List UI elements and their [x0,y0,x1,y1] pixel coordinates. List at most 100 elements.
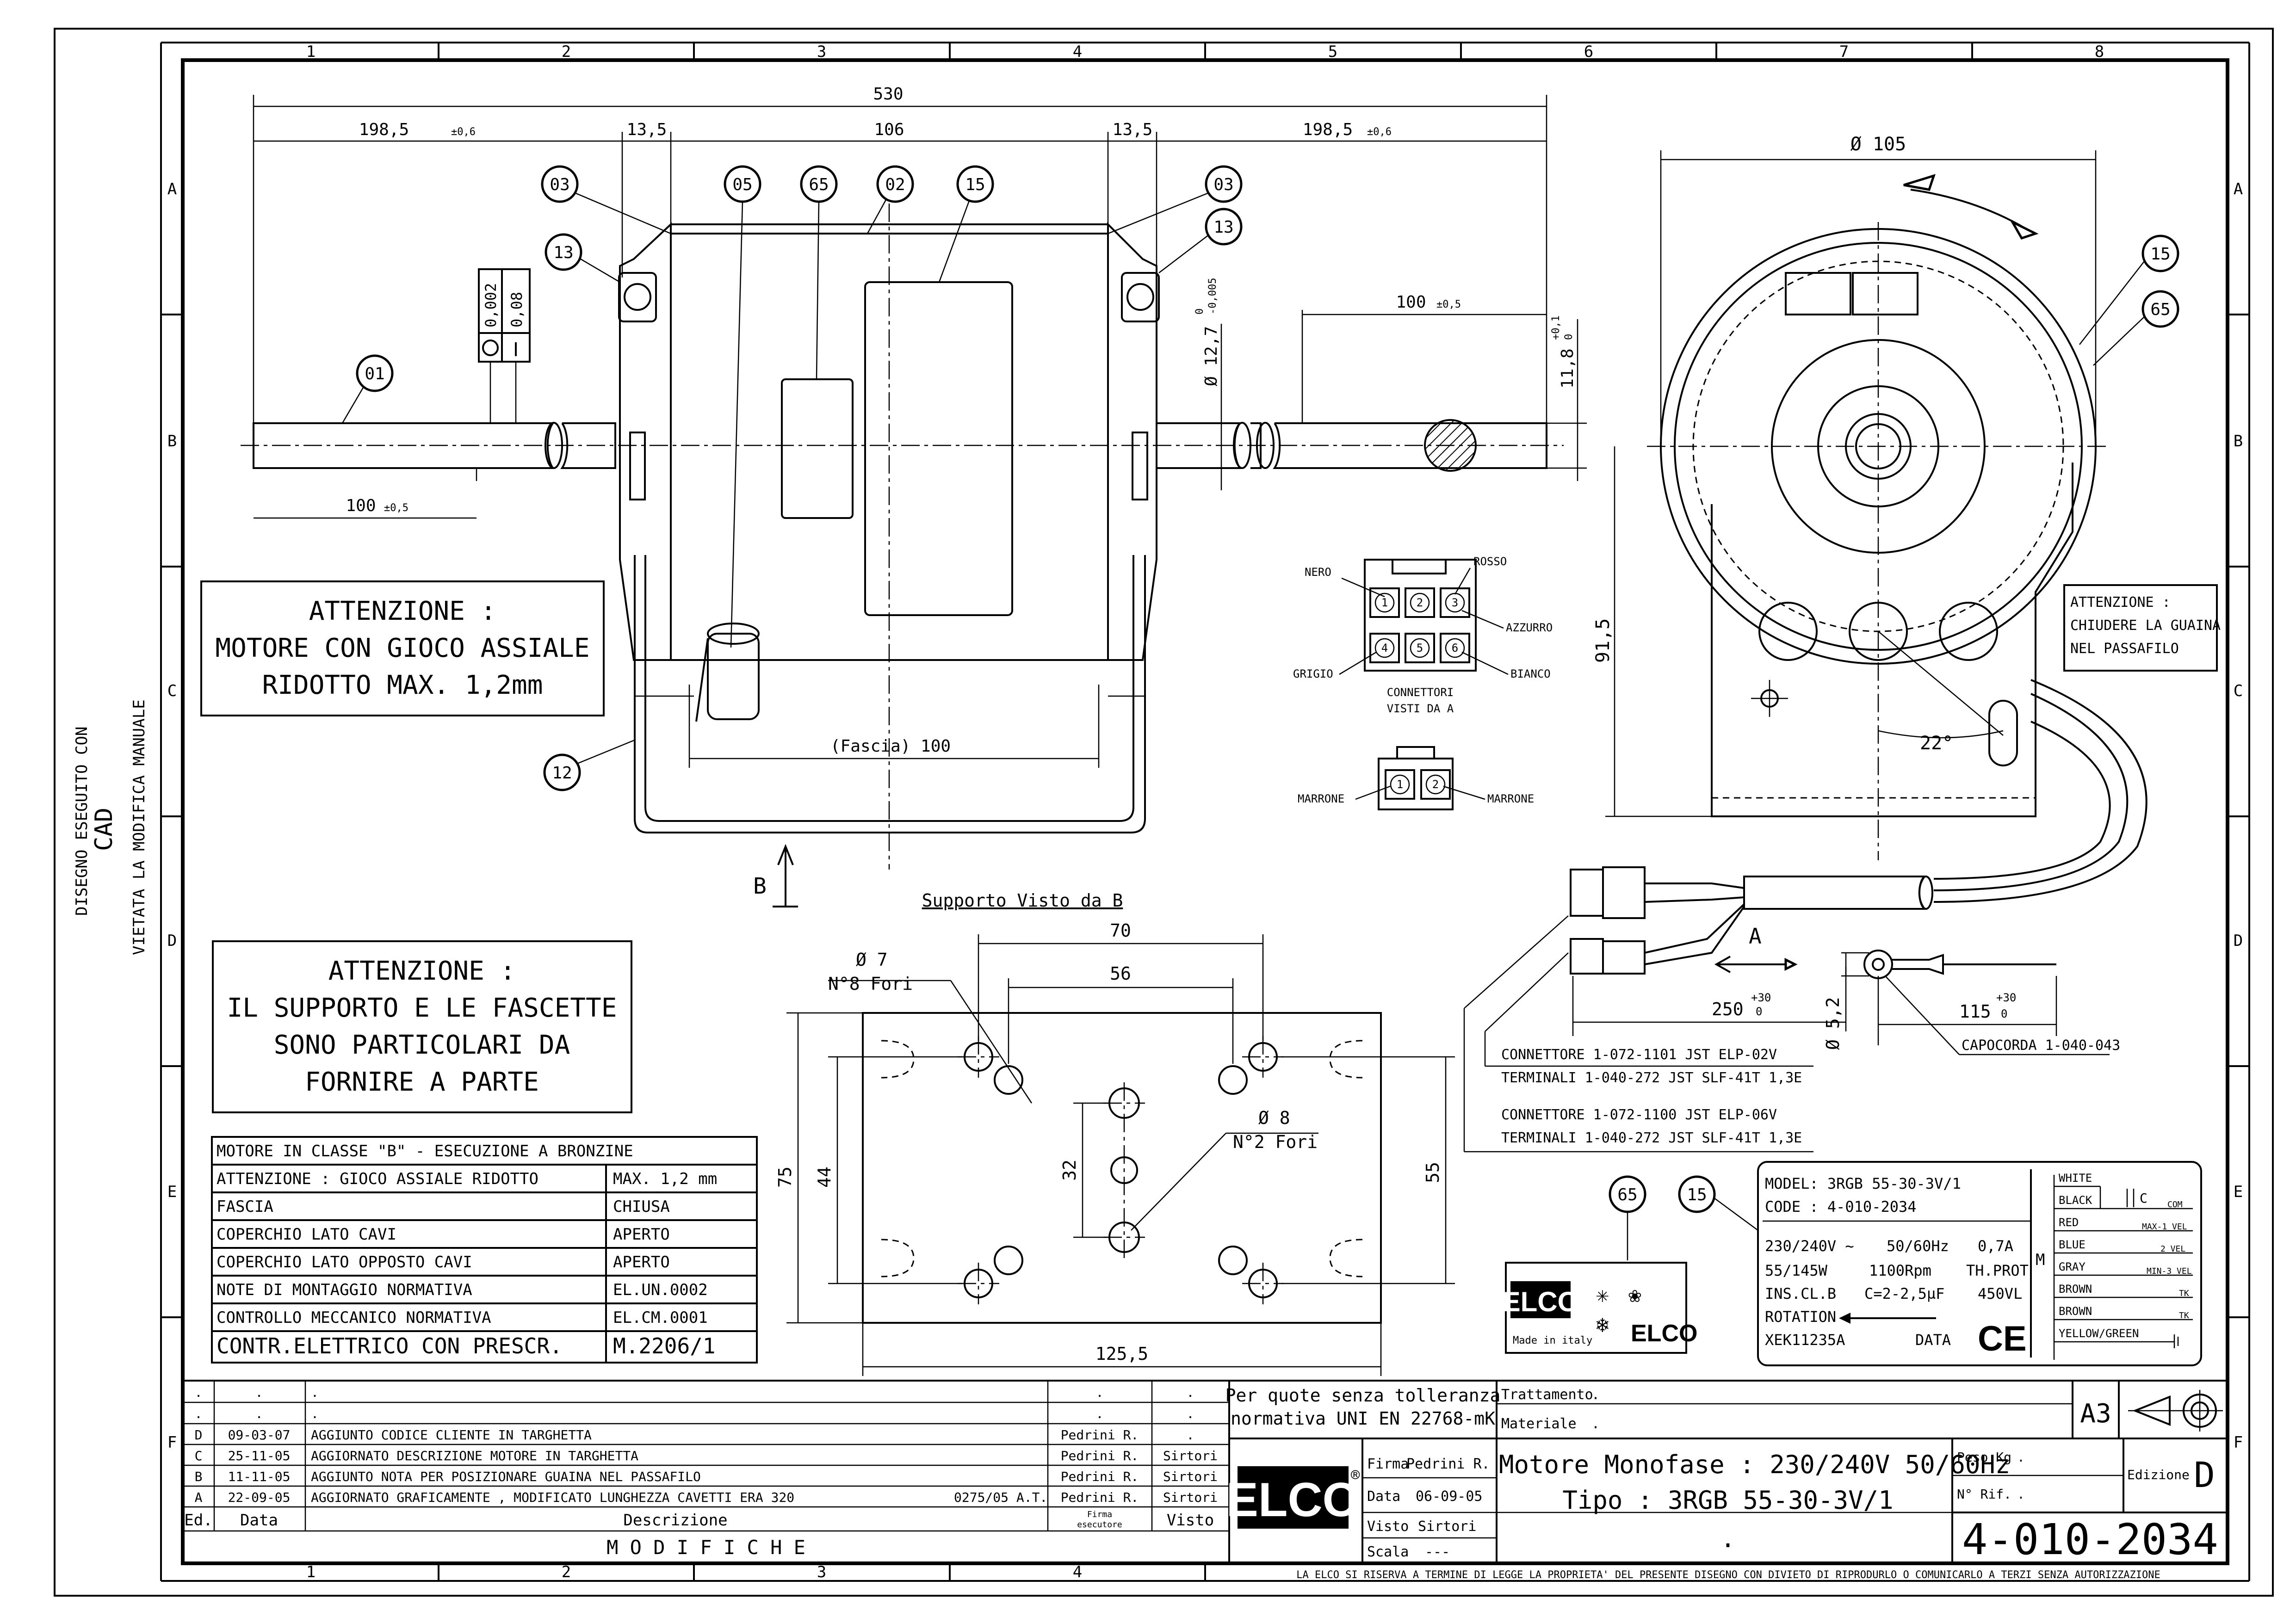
warning-axial-line2: MOTORE CON GIOCO ASSIALE [215,633,589,663]
rev-head-visto: Visto [1167,1511,1214,1530]
elco-logo-text: ELCO [1226,1473,1360,1527]
rev-row-5-visto: Sirtori [1163,1469,1218,1484]
side-note-line2: CAD [90,808,118,851]
dim-support-125: 125,5 [1095,1344,1148,1364]
wire-label-nero: NERO [1305,566,1331,579]
support-view-title: Supporto Visto da B [922,890,1123,911]
rev-row-6-desc: AGGIORNATO GRAFICAMENTE , MODIFICATO LUN… [311,1490,794,1505]
sticker-icon-globe: ❀ [1628,1282,1641,1307]
plate-rpm: 1100Rpm [1869,1262,1931,1279]
rev-row-3-date: 09-03-07 [228,1427,291,1443]
rev-head-desc: Descrizione [623,1511,727,1530]
data-value: 06-09-05 [1416,1488,1483,1505]
visto-label: Visto [1367,1518,1409,1535]
rev-row-6-visto: Sirtori [1163,1490,1218,1505]
column-label-4: 4 [1073,43,1082,61]
column-label-5: 5 [1328,43,1337,61]
rev-row-1-visto: . [1187,1385,1194,1400]
row-label-c-right: C [2234,682,2243,700]
rev-row-3-desc: AGGIUNTO CODICE CLIENTE IN TARGHETTA [311,1427,592,1443]
spec-row-5-label: NOTE DI MONTAGGIO NORMATIVA [217,1281,472,1299]
nrif-label: N° Rif. [1957,1487,2011,1502]
tolerance-line1: Per quote senza tolleranza [1225,1385,1501,1406]
sticker-icon-fan: ✳ [1596,1282,1609,1307]
rev-row-1-date: . [255,1385,263,1400]
wire-white: WHITE [2059,1172,2092,1185]
pin2-2: 2 [1432,778,1439,791]
dim-ring-diameter: Ø 5,2 [1823,997,1843,1050]
balloon-05: 05 [724,165,761,648]
rev-row-6-ed: A [195,1490,203,1505]
rev-row-3-ed: D [195,1427,203,1443]
balloon-02: 02 [866,165,914,234]
dim-cable-115-tol-upper: +30 [1996,991,2016,1004]
dim-bracket-right: 13,5 [1113,120,1153,139]
nrif-value: . [2017,1487,2025,1502]
spec-row-4-label: COPERCHIO LATO OPPOSTO CAVI [217,1253,472,1271]
spec-header: MOTORE IN CLASSE "B" - ESECUZIONE A BRON… [217,1142,633,1160]
dim-bracket-left: 13,5 [627,120,667,139]
connector-2pin: 1 2 MARRONE MARRONE [1298,746,1534,810]
warning-support-box: ATTENZIONE : IL SUPPORTO E LE FASCETTE S… [212,940,632,1113]
spec-row-7-label: CONTR.ELETTRICO CON PRESCR. [217,1333,563,1358]
conn2-line2: TERMINALI 1-040-272 JST SLF-41T 1,3E [1501,1130,1802,1146]
plate-capacitor: C=2-2,5µF [1864,1285,1944,1302]
row-label-a-right: A [2234,180,2243,198]
sticker-logo-2: ELCO [1631,1320,1697,1347]
balloon-15-side-text: 15 [2150,245,2170,264]
wire-gray-func: MIN-3 VEL [2147,1266,2192,1276]
rev-row-6-sign: Pedrini R. [1061,1490,1139,1505]
plate-thermal: TH.PROT [1966,1262,2029,1279]
balloon-03-right: 03 [1108,165,1243,235]
pin-5: 5 [1417,642,1423,654]
scala-value: --- [1425,1544,1450,1560]
firma-label: Firma [1367,1456,1409,1472]
dim-shaft-diameter-tol-upper: 0 [1194,309,1206,315]
dim-shaft-diameter: Ø 12,7 [1202,326,1221,386]
dim-body: 106 [874,120,904,139]
plate-voltage: 230/240V ~ [1765,1237,1854,1255]
drawing-title-3: . [1720,1524,1736,1553]
svg-text:12: 12 [552,764,572,783]
firma-value: Pedrini R. [1406,1456,1490,1472]
elco-sticker [1505,1262,1687,1354]
warning-support-line3: SONO PARTICOLARI DA [274,1030,570,1060]
column-label-2-bottom: 2 [562,1563,571,1581]
row-label-d: D [167,932,177,950]
sticker-logo: ELCO [1502,1286,1579,1317]
side-note: DISEGNO ESEGUITO CON CAD VIETATA LA MODI… [73,699,149,955]
row-label-f-right: F [2234,1433,2243,1452]
conn1-line1: CONNETTORE 1-072-1101 JST ELP-02V [1501,1047,1777,1063]
dim-support-55: 55 [1423,1162,1443,1183]
registered-icon: ® [1351,1466,1360,1484]
spec-row-2-value: CHIUSA [613,1197,670,1216]
balloon-13-left: 13 [545,233,620,283]
svg-text:05: 05 [732,175,752,194]
dim-support-70: 70 [1110,920,1131,941]
conn2-line1: CONNETTORE 1-072-1100 JST ELP-06V [1501,1107,1777,1123]
rev-row-5-date: 11-11-05 [228,1469,291,1484]
trattamento-label: Trattamento [1501,1387,1593,1403]
column-label-3: 3 [817,43,826,61]
wire-yellow-green: YELLOW/GREEN [2059,1327,2139,1340]
plate-data: DATA [1915,1331,1951,1349]
rev-row-4-ed: C [195,1448,203,1463]
row-label-e-right: E [2234,1183,2243,1201]
motor-front-view: 530 198,5 ±0,6 13,5 106 13,5 198,5 ±0,6 … [241,85,1587,907]
balloon-13-right: 13 [1158,208,1243,273]
plate-balloon-15: 15 [1687,1185,1707,1204]
spec-row-1-label: ATTENZIONE : GIOCO ASSIALE RIDOTTO [217,1170,538,1188]
dim-support-56: 56 [1110,963,1131,984]
tolerance-line2: normativa UNI EN 22768-mK [1231,1408,1495,1429]
rev-head-date: Data [240,1511,278,1530]
side-note-3: NEL PASSAFILO [2070,641,2179,657]
copyright-footer: LA ELCO SI RISERVA A TERMINE DI LEGGE LA… [1296,1569,2160,1581]
rev-row-1-sign: . [1096,1385,1104,1400]
plate-cap-voltage: 450VL [1978,1285,2022,1302]
svg-text:02: 02 [885,175,905,194]
rev-row-2-visto: . [1187,1406,1194,1421]
svg-text:13: 13 [553,243,573,262]
wire-brown-1-func: TK [2179,1289,2189,1298]
drawing-title-1: Motore Monofase : 230/240V 50/60Hz [1499,1450,2010,1479]
spec-row-3-value: APERTO [613,1225,670,1244]
